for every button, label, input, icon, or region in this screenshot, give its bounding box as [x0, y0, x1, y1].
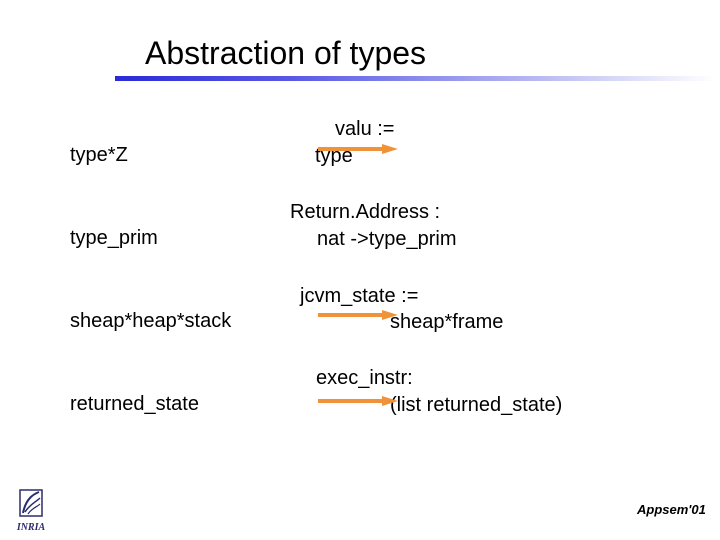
- slide-title: Abstraction of types: [145, 35, 427, 71]
- right-line2-row-4: (list returned_state): [390, 394, 563, 416]
- right-line1-row-2: Return.Address :: [290, 201, 441, 223]
- right-line1-row-4: exec_instr:: [316, 367, 413, 389]
- right-line1-row-3: jcvm_state :=: [300, 285, 419, 307]
- left-label-row-4: returned_state: [70, 393, 199, 415]
- left-label-row-2: type_prim: [70, 227, 158, 249]
- right-line2-row-2: nat ->type_prim: [317, 228, 457, 250]
- right-line2-row-3: sheap*frame: [390, 311, 504, 333]
- logo-text: INRIA: [16, 522, 46, 533]
- left-label-row-3: sheap*heap*stack: [70, 310, 232, 332]
- inria-logo: INRIA: [16, 489, 46, 533]
- arrow-row-4: [318, 396, 398, 406]
- arrow-row-1: [318, 144, 398, 154]
- left-label-row-1: type*Z: [70, 144, 128, 166]
- footer-label: Appsem'01: [637, 502, 706, 517]
- right-line1-row-1: valu :=: [335, 118, 395, 140]
- title-underline: [115, 76, 715, 81]
- arrow-row-3: [318, 310, 398, 320]
